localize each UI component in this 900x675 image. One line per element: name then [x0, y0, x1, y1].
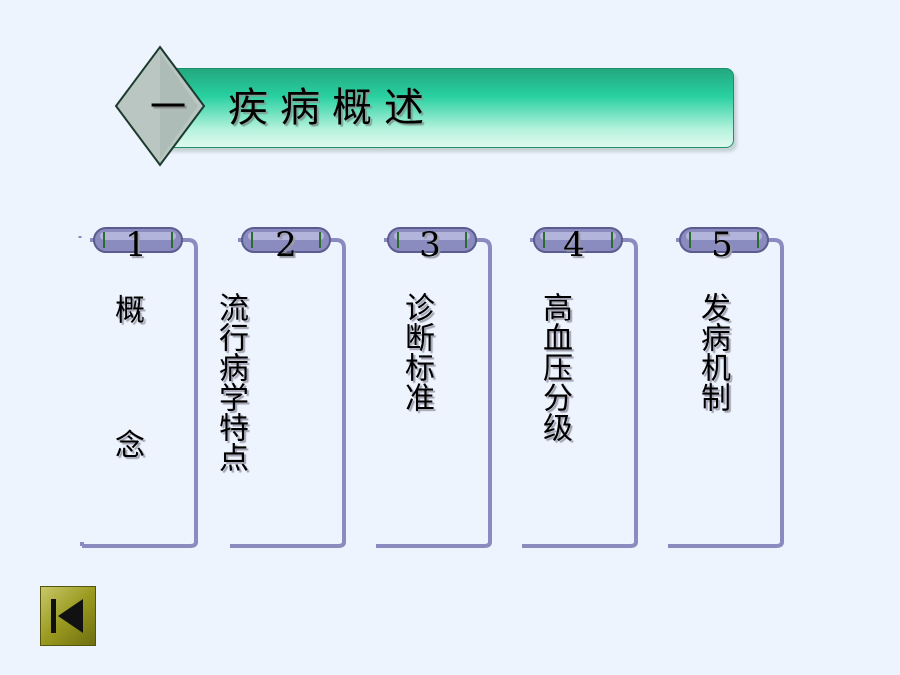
card-label: 发病机制	[695, 292, 730, 412]
back-to-start-icon	[51, 599, 83, 633]
back-to-start-button[interactable]	[40, 586, 96, 646]
scroll-frame-3	[376, 227, 492, 548]
page-title: 疾病概述	[228, 85, 436, 131]
topic-card-5[interactable]: 5 发病机制	[664, 224, 788, 554]
topic-card-2[interactable]: 2 流行病学特点	[213, 224, 350, 554]
scroll-frame-1	[78, 227, 198, 548]
card-label: 念	[109, 429, 144, 459]
topic-card-3[interactable]: 3 诊断标准	[372, 224, 496, 554]
card-label: 概	[109, 294, 144, 324]
card-number: 1	[125, 225, 147, 265]
card-label: 流行病学特点	[213, 292, 248, 472]
card-number: 4	[563, 225, 585, 265]
card-number: 3	[419, 225, 441, 265]
section-diamond	[114, 45, 206, 167]
card-label: 高血压分级	[537, 292, 572, 442]
card-number: 5	[711, 225, 733, 265]
card-label: 诊断标准	[399, 292, 434, 412]
scroll-frame-5	[668, 227, 784, 548]
scroll-frame-2	[230, 227, 346, 548]
card-number: 2	[275, 225, 297, 265]
topic-card-4[interactable]: 4 高血压分级	[518, 224, 642, 554]
scroll-frame-4	[522, 227, 638, 548]
topic-card-1[interactable]: 1 概 念	[78, 224, 202, 554]
section-number: 一	[150, 87, 187, 128]
header-banner	[150, 68, 734, 148]
